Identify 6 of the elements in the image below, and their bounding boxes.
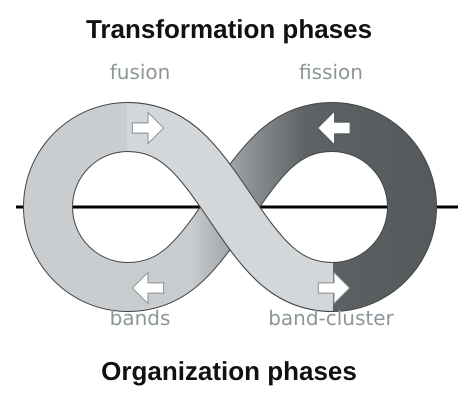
title: Transformation phases — [86, 14, 372, 45]
phase-label: fission — [299, 60, 363, 84]
phase-label: fusion — [110, 60, 170, 84]
phase-label: bands — [110, 306, 170, 330]
caption: Organization phases — [101, 356, 357, 387]
phase-label: band-cluster — [268, 306, 394, 330]
